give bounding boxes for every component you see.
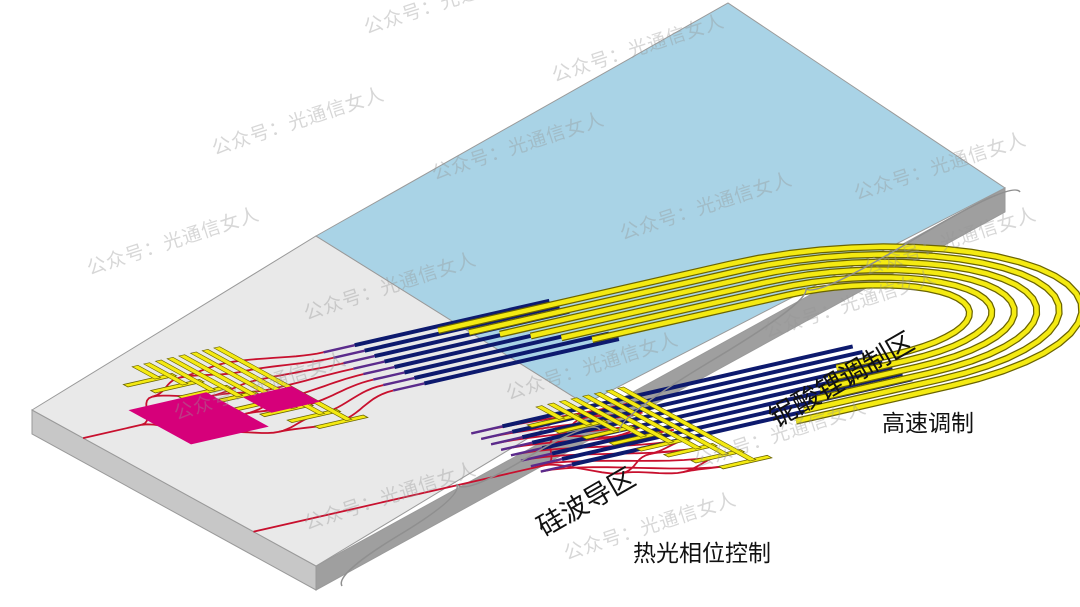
upper-splitter-input-waveguide: [82, 423, 142, 439]
lower-splitter-branch-waveguide: [621, 471, 683, 475]
lower-transition-taper: [500, 441, 533, 451]
lower-phase-heater-lead: [581, 394, 675, 444]
upper-ln-waveguide: [423, 337, 620, 386]
lower-ln-waveguide: [501, 344, 854, 429]
lower-transition-taper: [540, 463, 573, 473]
upper-transition-taper: [323, 344, 355, 354]
lower-transition-taper: [480, 430, 513, 441]
brace-annotations: [340, 189, 1021, 587]
input-bond-pad-large: [128, 392, 269, 445]
lower-transition-taper: [510, 447, 543, 457]
upper-transition-taper: [353, 360, 385, 370]
lower-transition-taper: [471, 425, 503, 435]
lower-transition-taper: [490, 436, 523, 446]
lower-transition-taper: [520, 452, 553, 462]
upper-transition-taper: [333, 349, 365, 359]
lower-phase-heater-lead: [593, 391, 703, 450]
pads-group: [128, 386, 320, 445]
lower-transition-taper: [530, 457, 563, 468]
lower-routing-waveguide: [530, 454, 721, 468]
lower-phase-heater-lead: [570, 397, 648, 438]
lower-phase-heater-lead: [616, 386, 757, 462]
thermo-optic-phase-control-label: 热光相位控制: [633, 541, 771, 567]
upper-transition-taper: [363, 365, 395, 376]
lower-phase-heater-lead: [535, 405, 566, 420]
lower-phase-heater-lead: [605, 389, 730, 456]
traveling-wave-electrode: [591, 282, 972, 370]
lower-splitter-branch-waveguide: [621, 453, 650, 475]
input-bond-pad-small: [242, 386, 320, 413]
upper-transition-taper: [392, 382, 425, 392]
upper-ln-waveguide: [354, 298, 550, 348]
lower-routing-waveguide: [540, 463, 737, 473]
lower-splitter-input-waveguide: [253, 464, 546, 533]
lower-ln-waveguide: [521, 355, 874, 440]
upper-transition-taper: [382, 376, 415, 387]
upper-ln-waveguide: [413, 331, 610, 380]
upper-transition-taper: [373, 371, 405, 381]
lower-splitter-branch-waveguide: [545, 463, 623, 475]
high-speed-modulation-label: 高速调制: [882, 411, 974, 437]
electrodes-group: [122, 243, 1080, 470]
upper-phase-heater-lead: [166, 356, 244, 398]
linbo3-region-brace: [618, 189, 1021, 433]
traveling-wave-electrode: [530, 267, 1017, 392]
traveling-wave-electrode: [560, 275, 994, 381]
lower-ln-waveguide: [531, 360, 883, 445]
lithium-niobate-region-surface: [315, 2, 1006, 405]
upper-phase-heater-lead: [154, 359, 217, 392]
traveling-wave-electrode: [468, 252, 1062, 413]
silicon-region-brace: [340, 426, 601, 587]
upper-phase-heater-lead: [142, 362, 189, 386]
lower-phase-heater-lead: [546, 402, 593, 426]
traveling-wave-electrode: [437, 244, 1080, 424]
upper-transition-taper: [343, 354, 375, 365]
upper-phase-heater-lead: [131, 364, 162, 380]
lower-phase-heater-lead: [558, 399, 621, 432]
traveling-wave-electrode: [499, 259, 1039, 402]
